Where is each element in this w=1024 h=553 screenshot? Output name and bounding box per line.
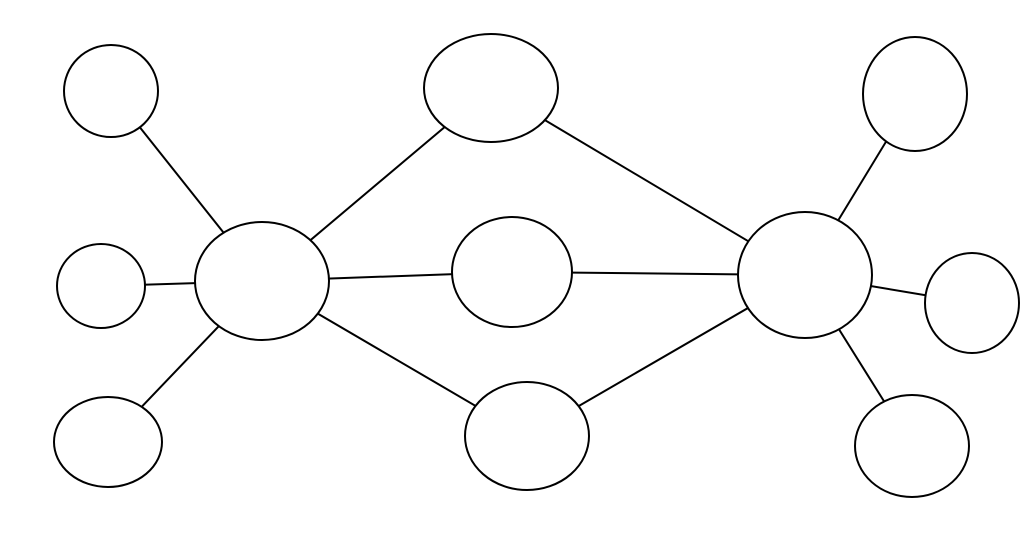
node-ellipse bbox=[194, 221, 330, 341]
node-n-top-right bbox=[862, 36, 968, 152]
node-ellipse bbox=[56, 243, 146, 329]
node-hub-right bbox=[737, 211, 873, 339]
node-ellipse bbox=[737, 211, 873, 339]
node-n-bottom-center bbox=[464, 381, 590, 491]
node-ellipse bbox=[854, 394, 970, 498]
node-ellipse bbox=[451, 216, 573, 328]
node-ellipse bbox=[924, 252, 1020, 354]
node-n-bottom-left bbox=[53, 396, 163, 488]
nodes-layer bbox=[53, 33, 1020, 498]
node-ellipse bbox=[63, 44, 159, 138]
node-hub-left bbox=[194, 221, 330, 341]
node-ellipse bbox=[423, 33, 559, 143]
node-n-mid-right bbox=[924, 252, 1020, 354]
node-n-top-center bbox=[423, 33, 559, 143]
node-ellipse bbox=[53, 396, 163, 488]
node-ellipse bbox=[862, 36, 968, 152]
node-ellipse bbox=[464, 381, 590, 491]
node-n-mid-center bbox=[451, 216, 573, 328]
node-n-bottom-right bbox=[854, 394, 970, 498]
node-n-top-left bbox=[63, 44, 159, 138]
node-n-mid-left bbox=[56, 243, 146, 329]
